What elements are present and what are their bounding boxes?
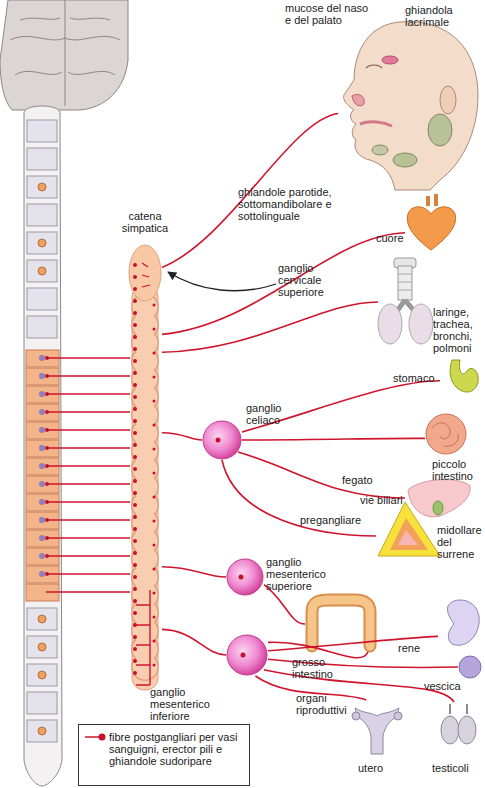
organ-node: cuore — [405, 204, 457, 252]
ganglion-circle: ganglio mesenterico superiore — [226, 558, 264, 596]
organ-node: midollare del surrene — [376, 500, 440, 560]
testes-illustration — [441, 704, 476, 744]
node-label: ghiandole parotide, sottomandibolare e s… — [238, 186, 363, 222]
node-label: cuore — [376, 232, 406, 244]
heart-illustration — [407, 194, 455, 250]
ganglion-circle-shape — [227, 559, 263, 595]
ganglion-outline — [202, 420, 242, 460]
chain-outline — [128, 245, 162, 692]
node-label: ghiandola lacrimale — [405, 4, 480, 28]
organ-node: rene — [438, 598, 480, 646]
node-label: vie biliari — [360, 494, 410, 506]
node-label: stomaco — [393, 372, 438, 384]
organ-node: fegatovie biliari — [405, 476, 471, 520]
chain-dots — [153, 305, 156, 684]
colon-illustration — [312, 600, 370, 646]
nerve-fibre — [162, 567, 226, 577]
ganglion-outline — [226, 558, 264, 596]
ganglion-circle: ganglio celiaco — [202, 420, 242, 460]
node-label: ganglio mesenterico inferiore — [150, 686, 225, 722]
ganglion-circle-shape — [203, 421, 241, 459]
ganglion-outline — [226, 634, 268, 676]
organ-node: grosso intestino — [305, 596, 375, 652]
bladder-illustration — [459, 656, 481, 678]
nerve-fibre — [162, 629, 226, 655]
chain-body — [132, 285, 158, 690]
cervical-ganglion — [129, 245, 161, 301]
sympathetic-chain: catena simpatica — [128, 245, 162, 692]
head-illustration — [344, 22, 478, 190]
chain-dots — [133, 265, 137, 684]
synapse-dot — [241, 653, 246, 658]
node-label: organi riproduttivi — [296, 692, 354, 716]
node-label: rene — [398, 642, 438, 654]
node-label: grosso intestino — [292, 656, 352, 680]
chain-fibres — [142, 263, 150, 287]
node-label: utero — [358, 762, 398, 774]
node-label: midollare del surrene — [437, 524, 485, 560]
preganglionic-fibres — [46, 358, 130, 592]
adrenal-illustration — [378, 502, 440, 556]
organ-node: vescica — [458, 655, 482, 679]
chain-fibres — [136, 590, 150, 685]
spinal-cord — [24, 106, 62, 786]
nerve-fibre — [242, 438, 425, 440]
stomach-illustration — [450, 360, 478, 392]
node-label: ganglio mesenterico superiore — [266, 556, 332, 592]
liver-illustration — [408, 480, 470, 517]
legend-box: fibre postgangliari per vasi sanguigni, … — [78, 724, 250, 786]
legend-swatch — [83, 731, 107, 743]
kidney-illustration — [447, 600, 479, 645]
structure-label: ganglio cervicale superiore — [278, 262, 338, 298]
organ-node: testicoli — [438, 702, 478, 748]
nerve-fibre — [162, 433, 202, 440]
nerve-fibre — [268, 642, 368, 658]
node-label: laringe, trachea, bronchi, polmoni — [433, 306, 485, 354]
synapse-dot — [239, 575, 244, 580]
synapse-dot — [216, 438, 221, 443]
organ-group: organi riproduttiviuterotesticoli — [292, 686, 485, 788]
nerve-fibre — [222, 460, 376, 536]
organ-node: utero — [350, 700, 404, 758]
head-node: mucose del naso e del palatoghiandola la… — [338, 20, 480, 190]
small-intestine-illustration — [426, 414, 466, 454]
nerve-fibre — [242, 381, 440, 432]
organ-node: piccolo intestino — [425, 412, 467, 456]
ganglion-circle-shape — [227, 635, 267, 675]
fibre-label: pregangliare — [300, 514, 372, 526]
leader-arrow — [168, 272, 276, 291]
node-label: fegato — [342, 474, 382, 486]
legend-text: fibre postgangliari per vasi sanguigni, … — [109, 731, 245, 767]
organ-node: laringe, trachea, bronchi, polmoni — [378, 258, 432, 346]
node-label: catena simpatica — [110, 210, 180, 234]
node-label: ganglio celiaco — [246, 402, 296, 426]
node-label: testicoli — [432, 762, 485, 774]
node-label: piccolo intestino — [432, 458, 485, 482]
uterus-illustration — [352, 708, 402, 754]
nerve-fibre — [162, 233, 405, 335]
airway-illustration — [378, 258, 433, 344]
nerve-fibre — [162, 302, 378, 352]
organ-node: stomaco — [440, 358, 480, 396]
node-label: mucose del naso e del palato — [285, 2, 370, 26]
node-label: vescica — [424, 680, 469, 692]
brain — [0, 0, 128, 110]
ganglion-circle: ganglio mesenterico inferiore — [226, 634, 268, 676]
nerve-fibre — [238, 452, 405, 498]
